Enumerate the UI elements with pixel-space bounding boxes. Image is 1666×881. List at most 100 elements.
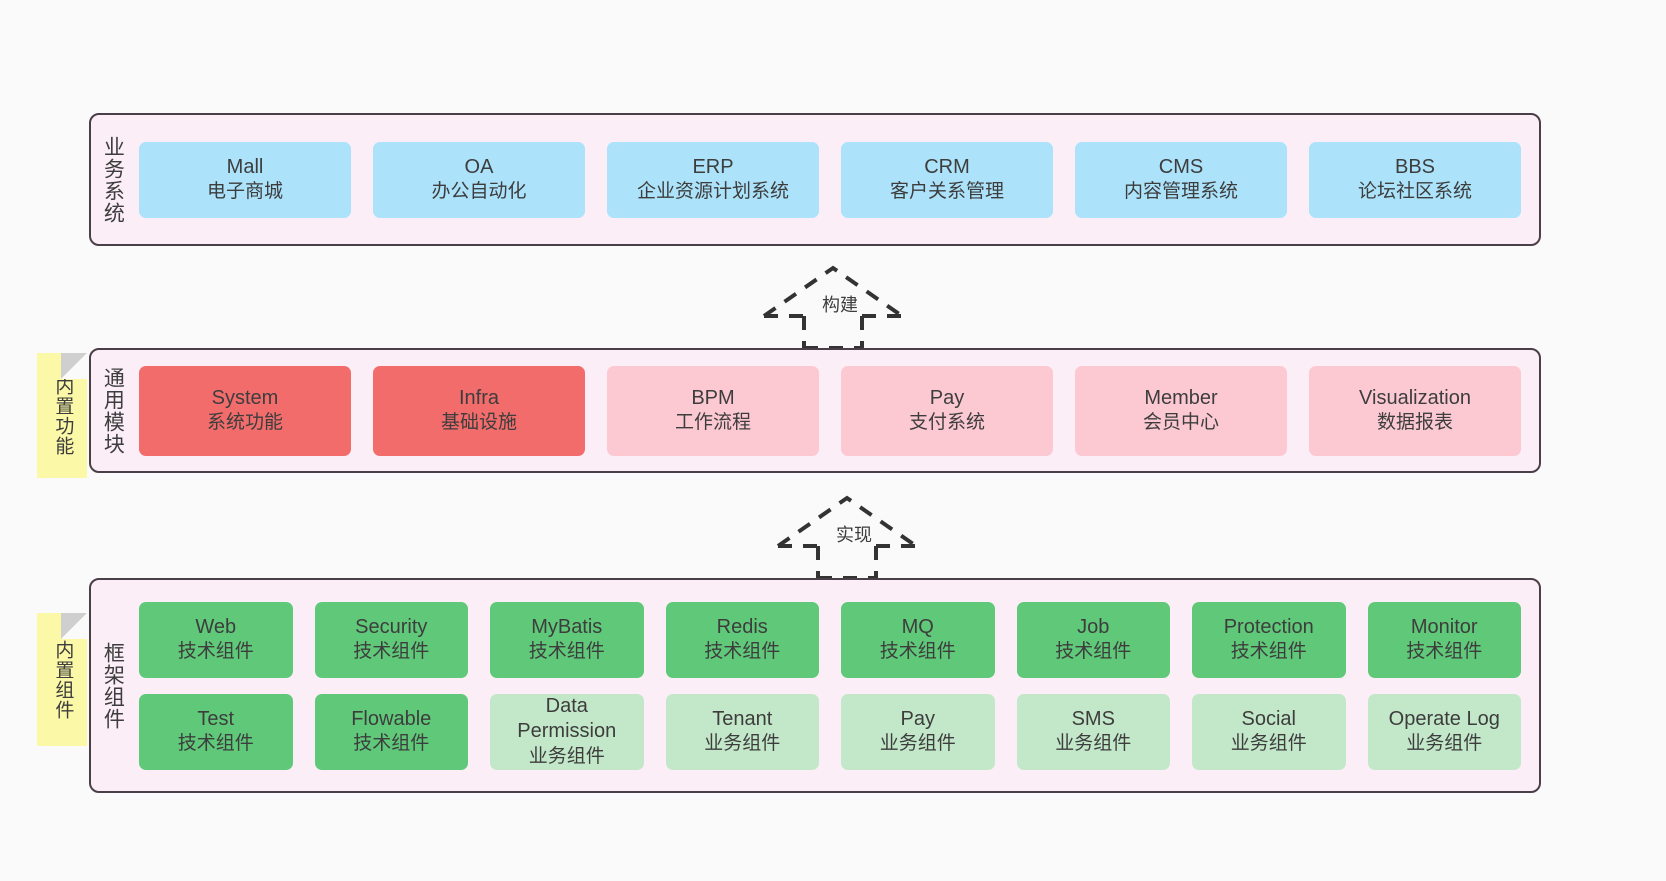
connector-label-implement: 实现 xyxy=(834,521,874,547)
node-pay-module[interactable]: Pay 支付系统 xyxy=(841,365,1053,456)
node-bpm[interactable]: BPM 工作流程 xyxy=(607,365,819,456)
node-flowable[interactable]: Flowable 技术组件 xyxy=(314,693,468,770)
node-pay-component[interactable]: Pay 业务组件 xyxy=(841,693,995,770)
box-pay-component[interactable]: Pay 业务组件 xyxy=(841,693,995,770)
node-sms[interactable]: SMS 业务组件 xyxy=(1016,693,1170,770)
box-subtitle: 办公自动化 xyxy=(431,181,527,203)
box-mybatis[interactable]: MyBatis 技术组件 xyxy=(490,601,644,678)
box-monitor[interactable]: Monitor 技术组件 xyxy=(1367,601,1521,678)
node-crm[interactable]: CRM 客户关系管理 xyxy=(841,141,1053,218)
box-crm[interactable]: CRM 客户关系管理 xyxy=(841,141,1053,218)
box-redis[interactable]: Redis 技术组件 xyxy=(665,601,819,678)
box-title: Tenant xyxy=(712,707,773,730)
node-job[interactable]: Job 技术组件 xyxy=(1016,601,1170,678)
box-infra[interactable]: Infra 基础设施 xyxy=(373,365,585,456)
box-title: BPM xyxy=(691,386,735,409)
box-subtitle: 技术组件 xyxy=(1055,641,1132,663)
sticky-note-builtin-components[interactable]: 内置组件 xyxy=(37,613,87,746)
tier-body-common: System 系统功能 Infra 基础设施 BPM 工作流程 xyxy=(133,350,1539,471)
box-subtitle: 业务组件 xyxy=(879,733,956,755)
node-tenant[interactable]: Tenant 业务组件 xyxy=(665,693,819,770)
tier-label-common: 通用模块 xyxy=(101,366,125,455)
node-web[interactable]: Web 技术组件 xyxy=(139,601,293,678)
box-oa[interactable]: OA 办公自动化 xyxy=(373,141,585,218)
box-subtitle: 技术组件 xyxy=(704,641,781,663)
node-security[interactable]: Security 技术组件 xyxy=(314,601,468,678)
box-mq[interactable]: MQ 技术组件 xyxy=(841,601,995,678)
connector-build[interactable]: 构建 xyxy=(758,258,908,350)
box-pay-module[interactable]: Pay 支付系统 xyxy=(841,365,1053,456)
box-bbs[interactable]: BBS 论坛社区系统 xyxy=(1309,141,1521,218)
node-test[interactable]: Test 技术组件 xyxy=(139,693,293,770)
box-subtitle: 技术组件 xyxy=(1230,641,1307,663)
box-title: Test xyxy=(197,707,235,730)
box-title: SMS xyxy=(1071,707,1115,730)
tier-common-modules[interactable]: 通用模块 System 系统功能 Infra 基础设施 xyxy=(89,348,1541,473)
box-security[interactable]: Security 技术组件 xyxy=(314,601,468,678)
box-mall[interactable]: Mall 电子商城 xyxy=(139,141,351,218)
box-subtitle: 业务组件 xyxy=(1406,733,1483,755)
box-test[interactable]: Test 技术组件 xyxy=(139,693,293,770)
node-monitor[interactable]: Monitor 技术组件 xyxy=(1367,601,1521,678)
box-subtitle: 业务组件 xyxy=(1055,733,1132,755)
box-tenant[interactable]: Tenant 业务组件 xyxy=(665,693,819,770)
box-subtitle: 基础设施 xyxy=(440,412,517,434)
node-protection[interactable]: Protection 技术组件 xyxy=(1192,601,1346,678)
tier-business-systems[interactable]: 业务系统 Mall 电子商城 OA 办公自动化 ERP xyxy=(89,113,1541,246)
node-visualization[interactable]: Visualization 数据报表 xyxy=(1309,365,1521,456)
node-cms[interactable]: CMS 内容管理系统 xyxy=(1075,141,1287,218)
tier-body-framework: Web 技术组件 Security 技术组件 MyBatis 技术组件 xyxy=(133,580,1539,791)
node-member[interactable]: Member 会员中心 xyxy=(1075,365,1287,456)
box-title: Data Permission xyxy=(517,694,617,743)
box-subtitle: 论坛社区系统 xyxy=(1357,181,1472,203)
node-data-permission[interactable]: Data Permission 业务组件 xyxy=(490,693,644,770)
box-operate-log[interactable]: Operate Log 业务组件 xyxy=(1367,693,1521,770)
box-title: Visualization xyxy=(1359,386,1471,409)
box-sms[interactable]: SMS 业务组件 xyxy=(1016,693,1170,770)
box-system[interactable]: System 系统功能 xyxy=(139,365,351,456)
box-subtitle: 技术组件 xyxy=(528,641,605,663)
box-flowable[interactable]: Flowable 技术组件 xyxy=(314,693,468,770)
sticky-note-builtin-features[interactable]: 内置功能 xyxy=(37,353,87,478)
box-title: Web xyxy=(195,615,237,638)
box-subtitle: 内容管理系统 xyxy=(1123,181,1238,203)
node-operate-log[interactable]: Operate Log 业务组件 xyxy=(1367,693,1521,770)
box-subtitle: 系统功能 xyxy=(206,412,283,434)
node-mall[interactable]: Mall 电子商城 xyxy=(139,141,351,218)
box-job[interactable]: Job 技术组件 xyxy=(1016,601,1170,678)
box-bpm[interactable]: BPM 工作流程 xyxy=(607,365,819,456)
box-title: MQ xyxy=(901,615,934,638)
node-mq[interactable]: MQ 技术组件 xyxy=(841,601,995,678)
node-oa[interactable]: OA 办公自动化 xyxy=(373,141,585,218)
box-title: MyBatis xyxy=(531,615,603,638)
box-erp[interactable]: ERP 企业资源计划系统 xyxy=(607,141,819,218)
box-subtitle: 会员中心 xyxy=(1142,412,1219,434)
node-erp[interactable]: ERP 企业资源计划系统 xyxy=(607,141,819,218)
box-visualization[interactable]: Visualization 数据报表 xyxy=(1309,365,1521,456)
box-subtitle: 客户关系管理 xyxy=(889,181,1004,203)
box-cms[interactable]: CMS 内容管理系统 xyxy=(1075,141,1287,218)
box-member[interactable]: Member 会员中心 xyxy=(1075,365,1287,456)
node-infra[interactable]: Infra 基础设施 xyxy=(373,365,585,456)
box-social[interactable]: Social 业务组件 xyxy=(1192,693,1346,770)
node-mybatis[interactable]: MyBatis 技术组件 xyxy=(490,601,644,678)
box-title: ERP xyxy=(692,155,734,178)
node-bbs[interactable]: BBS 论坛社区系统 xyxy=(1309,141,1521,218)
box-subtitle: 工作流程 xyxy=(674,412,751,434)
box-title: Flowable xyxy=(351,707,432,730)
box-web[interactable]: Web 技术组件 xyxy=(139,601,293,678)
tier-label-business: 业务系统 xyxy=(101,135,125,224)
box-protection[interactable]: Protection 技术组件 xyxy=(1192,601,1346,678)
box-data-permission[interactable]: Data Permission 业务组件 xyxy=(490,693,644,770)
connector-implement[interactable]: 实现 xyxy=(772,488,922,580)
node-social[interactable]: Social 业务组件 xyxy=(1192,693,1346,770)
node-redis[interactable]: Redis 技术组件 xyxy=(665,601,819,678)
box-title: Protection xyxy=(1223,615,1314,638)
box-subtitle: 技术组件 xyxy=(1406,641,1483,663)
box-subtitle: 技术组件 xyxy=(177,641,254,663)
tier-framework-components[interactable]: 框架组件 Web 技术组件 Security 技术组件 xyxy=(89,578,1541,793)
box-title: Operate Log xyxy=(1388,707,1500,730)
box-subtitle: 企业资源计划系统 xyxy=(636,181,789,203)
node-system[interactable]: System 系统功能 xyxy=(139,365,351,456)
